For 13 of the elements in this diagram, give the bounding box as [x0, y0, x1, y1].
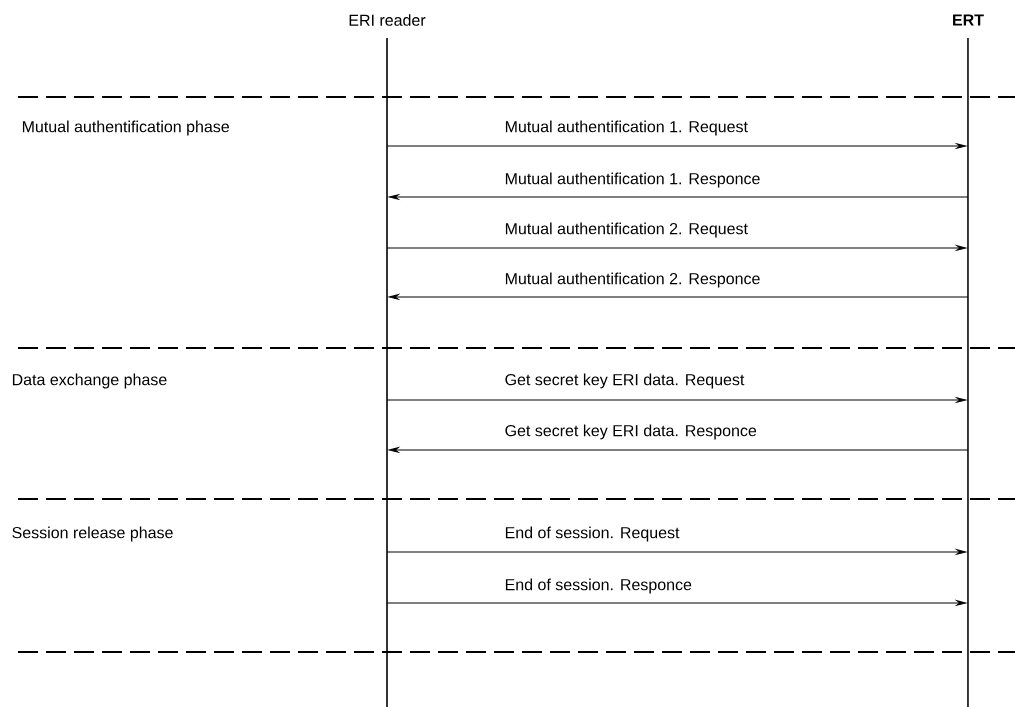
edge-label: Mutual authentification 2. Responce: [505, 272, 760, 288]
lifeline: ERI reader: [349, 14, 426, 707]
edge-label: Get secret key ERI data. Request: [505, 373, 745, 389]
edge-label: End of session. Request: [505, 526, 680, 542]
edge-label: Get secret key ERI data. Responce: [505, 424, 757, 440]
edge-label: End of session. Responce: [505, 578, 692, 594]
phase-label: Session release phase: [12, 526, 173, 542]
phase-label: Mutual authentification phase: [22, 120, 229, 136]
edge-label: Mutual authentification 1. Responce: [505, 172, 760, 188]
edge-label: Mutual authentification 2. Request: [505, 222, 748, 238]
lifeline: ERT: [953, 14, 984, 707]
phase-label: Data exchange phase: [12, 373, 167, 389]
edge-label: Mutual authentification 1. Request: [505, 120, 748, 136]
